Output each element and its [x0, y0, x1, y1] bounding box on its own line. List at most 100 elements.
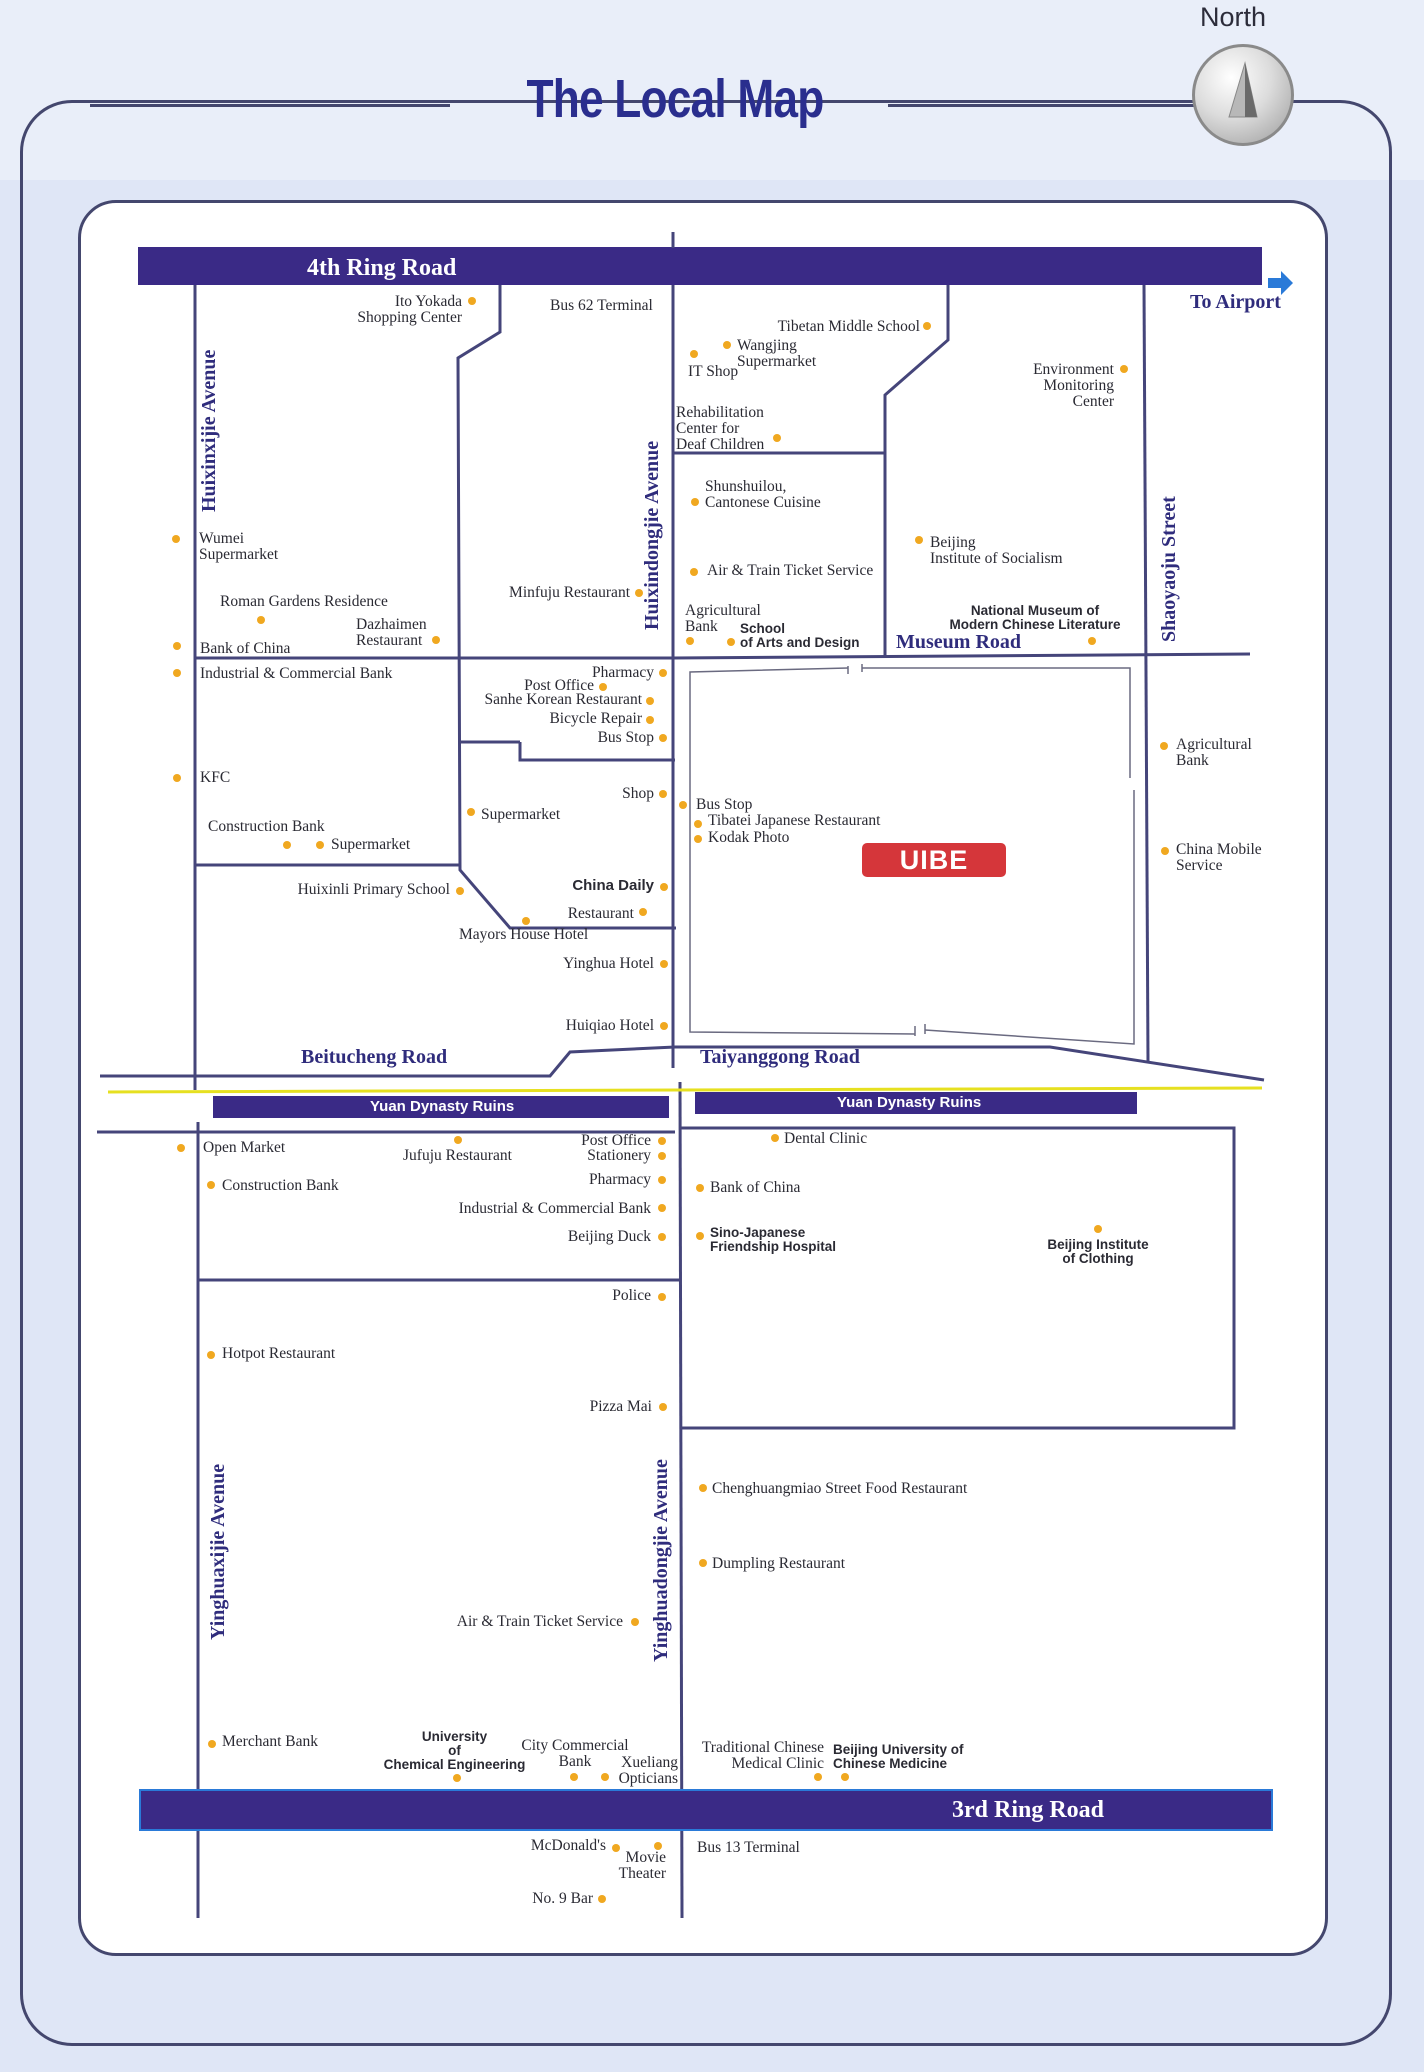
block-hospital	[680, 1126, 1236, 1430]
arrow-right-icon	[1268, 271, 1293, 295]
poi-huiqiao-hotel: Huiqiao Hotel	[565, 1017, 654, 1034]
road-label-huixinxijie: Huixinxijie Avenue	[198, 349, 220, 512]
poi-no9-bar: No. 9 Bar	[532, 1890, 593, 1907]
poi-shunshuilou: Shunshuilou, Cantonese Cuisine	[705, 478, 821, 511]
road-museum	[672, 652, 1251, 660]
road-label-ring4: 4th Ring Road	[307, 255, 457, 281]
poi-minfuju-restaurant: Minfuju Restaurant	[509, 584, 630, 601]
poi-chenghuangmiao: Chenghuangmiao Street Food Restaurant	[712, 1480, 968, 1497]
poi-merchant-bank: Merchant Bank	[222, 1733, 318, 1750]
poi-marker-icon	[690, 568, 698, 576]
poi-bus-13-terminal: Bus 13 Terminal	[697, 1839, 800, 1856]
road-label-airport: To Airport	[1190, 291, 1281, 313]
poi-university-chemical: University of Chemical Engineering	[383, 1729, 526, 1772]
ring3-bar	[139, 1789, 1273, 1831]
poi-marker-icon	[658, 1293, 666, 1301]
poi-marker-icon	[467, 808, 475, 816]
poi-post-office-lower: Post Office	[581, 1132, 651, 1149]
poi-icbc-upper: Industrial & Commercial Bank	[200, 665, 393, 682]
page-header-band	[0, 0, 1424, 180]
poi-marker-icon	[773, 434, 781, 442]
poi-marker-icon	[660, 1022, 668, 1030]
poi-xueliang-opticians: Xueliang Opticians	[618, 1754, 678, 1787]
poi-marker-icon	[1160, 742, 1168, 750]
poi-marker-icon	[453, 1774, 461, 1782]
poi-bus-62-terminal: Bus 62 Terminal	[550, 297, 653, 314]
poi-mcdonalds: McDonald's	[530, 1837, 606, 1854]
poi-marker-icon	[658, 1204, 666, 1212]
poi-marker-icon	[601, 1773, 609, 1781]
poi-marker-icon	[699, 1484, 707, 1492]
poi-bank-of-china-lower: Bank of China	[710, 1179, 801, 1196]
poi-agricultural-bank-upper: Agricultural Bank	[685, 602, 761, 635]
road-label-museum: Museum Road	[896, 631, 1022, 653]
poi-bus-stop-uibe: Bus Stop	[696, 796, 753, 813]
poi-marker-icon	[771, 1134, 779, 1142]
road-yinghuadongjie	[678, 1081, 684, 1919]
poi-city-commercial-bank: City Commercial Bank	[521, 1737, 629, 1770]
poi-marker-icon	[257, 616, 265, 624]
title-rule-right	[888, 104, 1198, 107]
poi-marker-icon	[316, 841, 324, 849]
poi-marker-icon	[814, 1773, 822, 1781]
road-label-yinghuaxijie: Yinghuaxijie Avenue	[207, 1463, 229, 1640]
poi-jufuju-restaurant: Jufuju Restaurant	[403, 1147, 512, 1164]
poi-movie-theater: Movie Theater	[618, 1849, 666, 1882]
poi-yinghua-hotel: Yinghua Hotel	[563, 955, 654, 972]
poi-sino-japanese-hospital: Sino-Japanese Friendship Hospital	[710, 1225, 837, 1254]
poi-marker-icon	[915, 536, 923, 544]
poi-marker-icon	[599, 683, 607, 691]
poi-marker-icon	[658, 1176, 666, 1184]
poi-marker-icon	[699, 1559, 707, 1567]
road-label-taiyanggong: Taiyanggong Road	[700, 1046, 860, 1068]
poi-open-market: Open Market	[203, 1139, 286, 1156]
poi-huixinli-school: Huixinli Primary School	[297, 881, 450, 898]
poi-it-shop: IT Shop	[688, 363, 739, 380]
poi-construction-bank-lower: Construction Bank	[222, 1177, 339, 1194]
ruins-bar-left	[213, 1096, 669, 1118]
poi-wangjing-supermarket: Wangjing Supermarket	[737, 337, 817, 370]
poi-marker-icon	[658, 1233, 666, 1241]
page-title: The Local Map	[526, 69, 825, 129]
road-label-huixindongjie: Huixindongjie Avenue	[641, 440, 663, 630]
poi-marker-icon	[1094, 1225, 1102, 1233]
poi-tcm-clinic: Traditional Chinese Medical Clinic	[701, 1739, 824, 1772]
poi-marker-icon	[696, 1184, 704, 1192]
poi-bus-stop-upper: Bus Stop	[597, 729, 654, 746]
poi-pizza-mai: Pizza Mai	[589, 1398, 652, 1415]
poi-construction-bank-upper: Construction Bank	[208, 818, 325, 835]
poi-marker-icon	[691, 498, 699, 506]
road-label-yinghuadongjie: Yinghuadongjie Avenue	[650, 1459, 672, 1662]
poi-marker-icon	[646, 697, 654, 705]
poi-air-train-ticket-upper: Air & Train Ticket Service	[707, 562, 874, 579]
poi-rehabilitation-center: Rehabilitation Center for Deaf Children	[676, 404, 765, 453]
poi-stationery: Stationery	[587, 1147, 651, 1164]
north-label: North	[1200, 2, 1267, 32]
road-shaoyaoju	[1142, 284, 1150, 1063]
road-beitucheng	[100, 1045, 1265, 1082]
poi-marker-icon	[612, 1844, 620, 1852]
poi-beijing-institute-socialism: Beijing Institute of Socialism	[930, 534, 1063, 567]
poi-ito-yokada: Ito Yokada Shopping Center	[357, 293, 462, 326]
poi-air-train-ticket-lower: Air & Train Ticket Service	[456, 1613, 623, 1630]
poi-kodak-photo: Kodak Photo	[708, 829, 790, 846]
poi-china-daily: China Daily	[572, 877, 654, 894]
road-label-ring3: 3rd Ring Road	[952, 1797, 1105, 1823]
poi-marker-icon	[660, 960, 668, 968]
poi-marker-icon	[207, 1181, 215, 1189]
poi-marker-icon	[694, 835, 702, 843]
poi-marker-icon	[659, 1403, 667, 1411]
poi-bicycle-repair: Bicycle Repair	[549, 710, 642, 727]
poi-environment-center: Environment Monitoring Center	[1033, 361, 1114, 410]
poi-roman-gardens: Roman Gardens Residence	[220, 593, 388, 610]
poi-marker-icon	[208, 1740, 216, 1748]
poi-marker-icon	[177, 1144, 185, 1152]
poi-agricultural-bank-east: Agricultural Bank	[1176, 736, 1252, 769]
poi-marker-icon	[723, 341, 731, 349]
poi-beijing-duck: Beijing Duck	[567, 1228, 651, 1245]
poi-supermarket-west: Supermarket	[331, 836, 411, 853]
poi-marker-icon	[694, 820, 702, 828]
poi-marker-icon	[522, 917, 530, 925]
poi-marker-icon	[679, 801, 687, 809]
poi-marker-icon	[454, 1136, 462, 1144]
